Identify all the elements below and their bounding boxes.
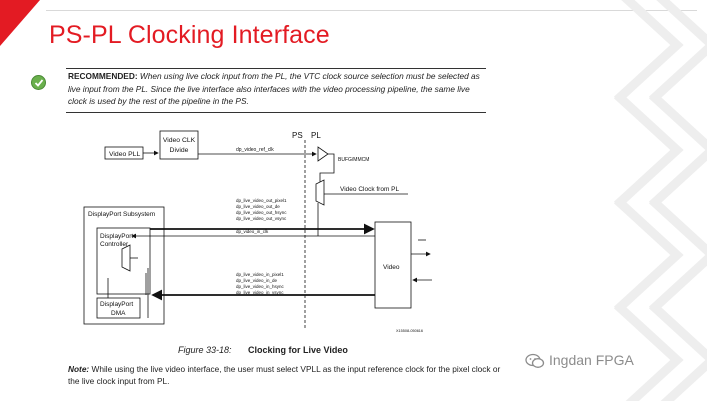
check-icon <box>31 75 46 90</box>
recommended-top-rule <box>66 68 486 69</box>
pl-mux <box>315 179 325 206</box>
in-signal-2: dp_live_video_in_hsync <box>236 284 285 289</box>
clk-divide-label-1: Video CLK <box>163 137 196 144</box>
in-clk-label: dp_video_in_clk <box>236 229 269 234</box>
video-pll-label: Video PLL <box>109 151 140 158</box>
dp-dma-label-1: DisplayPort <box>100 301 133 308</box>
figure-number: Figure 33-18: <box>178 345 232 355</box>
note-block: Note: While using the live video interfa… <box>68 363 508 387</box>
recommended-bottom-rule <box>66 112 486 113</box>
wechat-icon <box>525 354 545 369</box>
dp-controller-box <box>96 227 151 295</box>
recommended-label: RECOMMENDED: <box>68 71 138 81</box>
figure-id: X15508-050616 <box>396 329 423 333</box>
top-divider <box>46 10 697 11</box>
dp-subsystem-box <box>83 206 165 325</box>
video-clk-divide-box <box>159 130 199 160</box>
slide-title: PS-PL Clocking Interface <box>49 21 330 49</box>
controller-mux <box>121 244 131 272</box>
dp-dma-label-2: DMA <box>111 310 126 317</box>
recommended-block: RECOMMENDED: When using live clock input… <box>68 70 484 108</box>
out-signal-2: dp_live_video_out_hsync <box>236 210 287 215</box>
note-text: While using the live video interface, th… <box>68 364 501 386</box>
recommended-text: When using live clock input from the PL,… <box>68 71 480 107</box>
ref-clk-label: dp_video_ref_clk <box>236 147 274 153</box>
figure-title: Clocking for Live Video <box>248 345 348 355</box>
dp-controller-label-1: DisplayPort <box>100 233 133 240</box>
in-signal-3: dp_live_video_in_vsync <box>236 290 284 295</box>
red-corner-accent <box>0 0 40 46</box>
dp-dma-box <box>96 297 141 319</box>
bufg-buffer <box>317 146 329 162</box>
ps-label: PS <box>292 131 303 140</box>
chevron-decoration <box>613 0 707 401</box>
video-clock-from-pl-label: Video Clock from PL <box>340 186 400 193</box>
clocking-diagram: PS PL Video PLL Video CLK Divide dp_vide… <box>83 130 432 333</box>
pl-label: PL <box>311 131 321 140</box>
video-box <box>374 221 412 309</box>
figure-caption: Figure 33-18: Clocking for Live Video <box>178 345 348 355</box>
in-signal-1: dp_live_video_in_de <box>236 278 278 283</box>
video-label: Video <box>383 264 400 271</box>
watermark-text: Ingdan FPGA <box>549 352 634 368</box>
note-label: Note: <box>68 364 90 374</box>
clk-divide-label-2: Divide <box>170 147 189 154</box>
out-signal-1: dp_live_video_out_de <box>236 204 280 209</box>
dp-subsystem-label: DisplayPort Subsystem <box>88 211 155 218</box>
out-signal-3: dp_live_video_out_vsync <box>236 216 287 221</box>
bufg-label: BUFG/MMCM <box>338 157 369 163</box>
watermark: Ingdan FPGA <box>525 352 634 369</box>
out-signal-0: dp_live_video_out_pixel1 <box>236 198 287 203</box>
dp-controller-label-2: Controller <box>100 241 129 248</box>
in-signal-0: dp_live_video_in_pixel1 <box>236 272 284 277</box>
